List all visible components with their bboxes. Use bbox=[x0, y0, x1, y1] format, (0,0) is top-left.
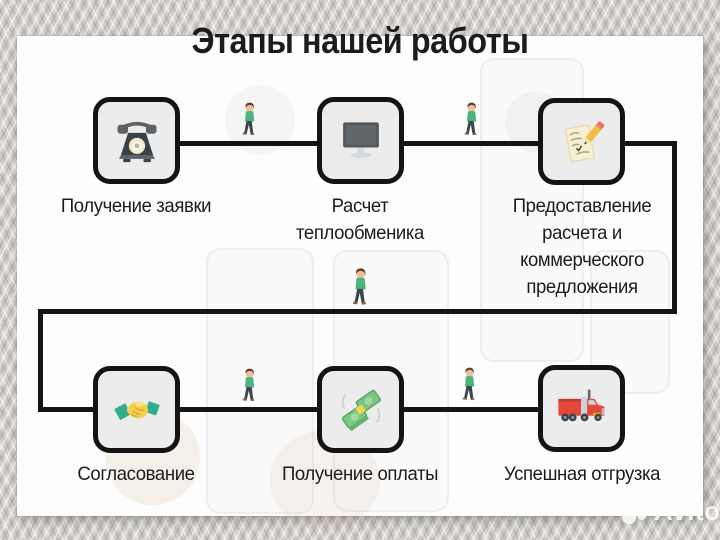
avito-wordmark: Avito bbox=[654, 496, 720, 526]
step-label-calculation: Расчет теплообменика bbox=[296, 195, 424, 244]
walking-person-icon bbox=[463, 100, 480, 144]
step-label-shipment: Успешная отгрузка bbox=[503, 463, 661, 485]
step-label-payment: Получение оплаты bbox=[281, 463, 439, 485]
walking-person-icon bbox=[351, 267, 370, 313]
step-box-request bbox=[93, 97, 180, 184]
rotary-phone-icon bbox=[111, 115, 163, 167]
step-box-payment bbox=[317, 366, 404, 453]
computer-monitor-icon bbox=[335, 115, 387, 167]
walking-person-icon bbox=[241, 100, 258, 144]
ghost-product-watermark bbox=[206, 248, 314, 514]
delivery-truck-icon bbox=[555, 382, 609, 436]
avito-logo-icon bbox=[621, 496, 650, 526]
connector-right-vertical bbox=[672, 141, 677, 314]
step-label-agreement: Согласование bbox=[77, 463, 195, 485]
handshake-icon bbox=[110, 383, 164, 437]
ghost-product-watermark bbox=[480, 58, 584, 362]
step-box-shipment bbox=[538, 365, 625, 452]
step-box-agreement bbox=[93, 366, 180, 453]
page-title: Этапы нашей работы bbox=[191, 20, 529, 61]
money-banknotes-icon bbox=[334, 383, 388, 437]
step-label-proposal: Предоставление расчета и коммерческого п… bbox=[512, 195, 652, 298]
connector-middle-line bbox=[38, 309, 677, 314]
step-box-proposal bbox=[538, 98, 625, 185]
avito-watermark: Avito bbox=[621, 496, 720, 526]
connector-row1-line bbox=[136, 141, 677, 146]
ghost-product-watermark bbox=[590, 250, 670, 394]
connector-row2-line bbox=[38, 407, 582, 412]
walking-person-icon bbox=[241, 366, 258, 410]
step-box-calculation bbox=[317, 97, 404, 184]
connector-left-vertical bbox=[38, 309, 43, 412]
notepad-pencil-icon bbox=[556, 116, 608, 168]
walking-person-icon bbox=[461, 365, 478, 409]
step-label-request: Получение заявки bbox=[60, 195, 212, 217]
